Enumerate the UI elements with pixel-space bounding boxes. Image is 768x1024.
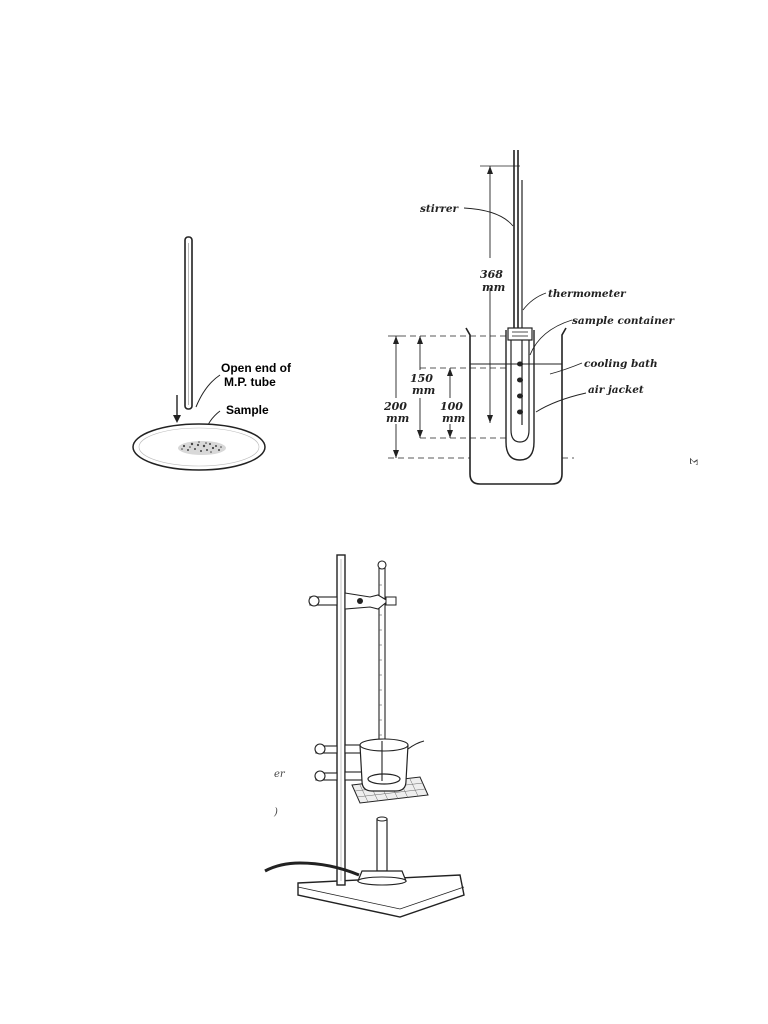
sample-label: Sample <box>226 403 269 417</box>
stand-beaker <box>359 738 425 792</box>
bunsen-burner <box>357 816 407 886</box>
dimension-100: 100 mm <box>420 367 510 439</box>
stirrer-rod <box>513 150 519 330</box>
dimension-100-unit: mm <box>442 412 465 425</box>
sample-container-label: sample container <box>572 315 675 327</box>
down-arrow-icon <box>173 395 181 423</box>
dimension-200: 200 mm <box>383 335 574 459</box>
dimension-368-unit: mm <box>482 281 505 294</box>
edge-fragment: Σ <box>687 457 698 466</box>
support-rod <box>336 554 346 886</box>
dimension-150: 150 mm <box>410 335 510 438</box>
ring-stand-drawing: er ) <box>264 554 465 918</box>
cropped-fragment-2: ) <box>273 807 278 818</box>
sample-container <box>507 327 533 443</box>
freezing-point-drawing: 368 mm 150 mm 100 mm <box>383 150 698 485</box>
dimension-100-value: 100 <box>440 400 463 413</box>
freezing-point-apparatus-figure: 368 mm 150 mm 100 mm <box>360 140 700 490</box>
top-clamp <box>308 592 397 610</box>
ring-clamp <box>314 770 364 782</box>
stand-thermometer <box>377 560 387 768</box>
cropped-fragment-1: er <box>274 769 286 780</box>
melting-point-tube-figure: Open end of M.P. tube Sample <box>120 225 320 480</box>
middle-clamp <box>314 743 366 755</box>
stirrer-label: stirrer <box>420 203 459 215</box>
air-jacket-label: air jacket <box>588 384 644 396</box>
air-jacket-tube <box>505 330 535 461</box>
thermometer-label: thermometer <box>548 288 627 300</box>
capillary-tube <box>184 236 193 410</box>
dimension-150-unit: mm <box>412 384 435 397</box>
dimension-368: 368 mm <box>480 165 520 423</box>
dimension-200-value: 200 <box>383 400 407 413</box>
dimension-368-value: 368 <box>480 268 503 281</box>
dimension-200-unit: mm <box>386 412 409 425</box>
sample-powder <box>178 441 226 455</box>
dimension-150-value: 150 <box>410 372 433 385</box>
ring-stand-figure: er ) <box>260 545 480 920</box>
open-end-label-line2: M.P. tube <box>224 375 276 389</box>
mp-tube-drawing: Open end of M.P. tube Sample <box>132 236 292 471</box>
cooling-bath-label: cooling bath <box>584 358 658 370</box>
open-end-label-line1: Open end of <box>221 361 292 375</box>
cooling-bath-beaker <box>465 327 567 485</box>
